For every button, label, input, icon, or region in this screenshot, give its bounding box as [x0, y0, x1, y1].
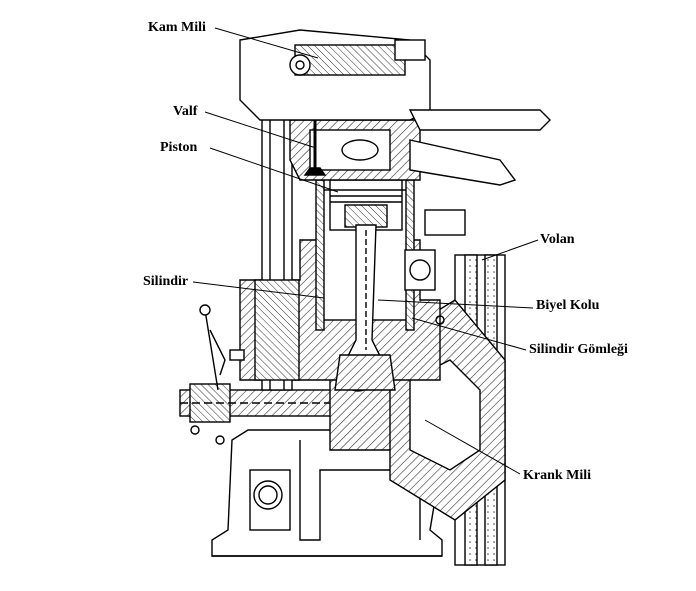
label-krank-mili: Krank Mili: [523, 468, 592, 483]
camshaft: [289, 54, 311, 76]
leader-lines: [192, 27, 539, 475]
cylinder-liner: [315, 179, 325, 331]
label-silindir-gomlegi: Silindir Gömleği: [529, 342, 628, 357]
label-piston: Piston: [160, 140, 198, 155]
label-biyel-kolu: Biyel Kolu: [536, 298, 600, 313]
label-silindir: Silindir: [143, 274, 189, 289]
exhaust-manifold: [408, 109, 551, 131]
label-kam-mili: Kam Mili: [148, 20, 206, 35]
inspection-port: [253, 480, 283, 510]
label-valf: Valf: [173, 104, 198, 119]
label-volan: Volan: [540, 232, 575, 247]
